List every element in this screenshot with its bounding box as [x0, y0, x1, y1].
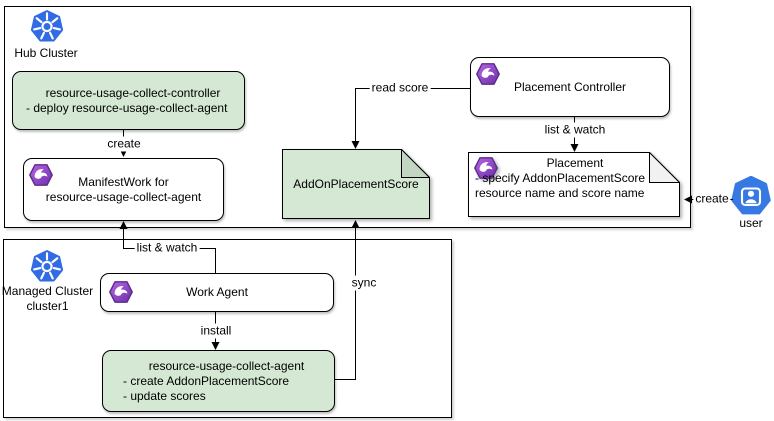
ocm-icon [476, 63, 500, 85]
collect-agent-title: resource-usage-collect-agent [148, 358, 305, 373]
document-shape [468, 151, 681, 217]
hub-cluster-box [4, 6, 691, 228]
managed-cluster-name: Managed Cluster [1, 284, 94, 298]
controller-text: resource-usage-collect-controller - depl… [13, 86, 244, 116]
manifestwork-line2: resource-usage-collect-agent [45, 189, 202, 204]
arrowhead-down [570, 144, 579, 152]
edge-label-list-watch: list & watch [134, 240, 200, 256]
controller-bullet: - deploy resource-usage-collect-agent [26, 100, 228, 115]
ocm-icon [109, 281, 133, 303]
kubernetes-icon [30, 250, 64, 282]
addonplacementscore-label: AddOnPlacementScore [293, 176, 419, 191]
managed-cluster-id: cluster1 [26, 299, 69, 313]
user-icon [731, 176, 771, 215]
manifestwork-node: ManifestWork for resource-usage-collect-… [23, 158, 224, 221]
managed-cluster-box [3, 239, 452, 418]
placement-controller-node: Placement Controller [470, 57, 670, 117]
collect-agent-bullet1: - create AddonPlacementScore [123, 373, 290, 388]
arrowhead-up [351, 220, 360, 228]
work-agent-node: Work Agent [100, 273, 334, 312]
arrowhead-left [684, 195, 692, 204]
edge-sync [333, 228, 356, 380]
edge-label-create: create [105, 136, 143, 152]
arrowhead-up [119, 221, 128, 229]
edge-label-list-watch: list & watch [542, 122, 608, 138]
collect-agent-text: resource-usage-collect-agent - create Ad… [103, 359, 334, 404]
addonplacementscore-node: AddOnPlacementScore [282, 148, 431, 219]
placement-controller-label: Placement Controller [513, 79, 627, 94]
ocm-icon [29, 164, 53, 186]
hub-cluster-label: Hub Cluster [14, 46, 78, 60]
user-label: user [739, 216, 763, 230]
edge-label-create: create [693, 191, 731, 207]
placement-node: Placement - specify AddonPlacementScore … [468, 151, 681, 217]
manifestwork-line1: ManifestWork for [78, 174, 169, 189]
kubernetes-icon [30, 10, 64, 42]
placement-bullet2: resource name and score name [475, 186, 645, 200]
ocm-icon [474, 157, 498, 179]
edge-read-score [355, 88, 470, 141]
controller-title: resource-usage-collect-controller [45, 85, 221, 100]
work-agent-label: Work Agent [186, 285, 248, 299]
controller-node: resource-usage-collect-controller - depl… [12, 71, 245, 130]
managed-cluster-label: Managed Cluster cluster1 [0, 284, 95, 314]
placement-title: Placement [546, 156, 604, 170]
placement-bullet1: - specify AddonPlacementScore [475, 171, 646, 185]
placement-text: Placement - specify AddonPlacementScore … [475, 156, 675, 201]
arrowhead-down [351, 141, 360, 149]
manifestwork-text: ManifestWork for resource-usage-collect-… [46, 175, 201, 205]
edge-label-read-score: read score [369, 80, 431, 96]
edge-label-install: install [198, 323, 234, 339]
collect-agent-bullet2: - update scores [123, 388, 206, 403]
collect-agent-node: resource-usage-collect-agent - create Ad… [102, 350, 335, 412]
document-shape [282, 148, 431, 219]
edge-label-sync: sync [349, 275, 379, 291]
arrowhead-down [211, 342, 220, 350]
